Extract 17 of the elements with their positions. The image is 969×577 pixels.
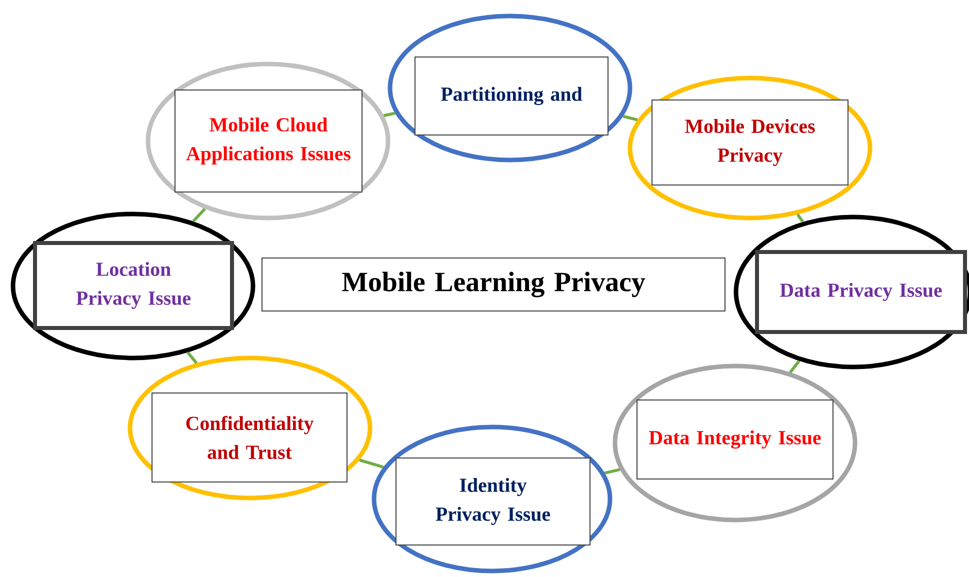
ellipse-node: Mobile Cloud Applications Issues bbox=[146, 62, 390, 220]
ellipse-node: Confidentiality and Trust bbox=[128, 356, 372, 500]
ellipse-node: Partitioning and bbox=[388, 14, 632, 162]
connector-line bbox=[186, 351, 198, 364]
connector-line bbox=[796, 214, 804, 223]
connector-line bbox=[384, 112, 396, 118]
ellipse-node: Data Privacy Issue bbox=[734, 214, 969, 370]
connector-line bbox=[604, 468, 620, 474]
ellipse-node: Mobile Devices Privacy bbox=[628, 76, 872, 220]
title-box: Mobile Learning Privacy bbox=[262, 258, 726, 312]
ellipse-node: Data Integrity Issue bbox=[612, 364, 858, 522]
connector-line bbox=[192, 208, 206, 222]
connector-line bbox=[359, 458, 384, 469]
ellipse-node: Identity Privacy Issue bbox=[372, 424, 612, 574]
ellipse-node: Location Privacy Issue bbox=[10, 212, 256, 360]
connector-line bbox=[622, 114, 638, 122]
connector-line bbox=[789, 360, 800, 374]
